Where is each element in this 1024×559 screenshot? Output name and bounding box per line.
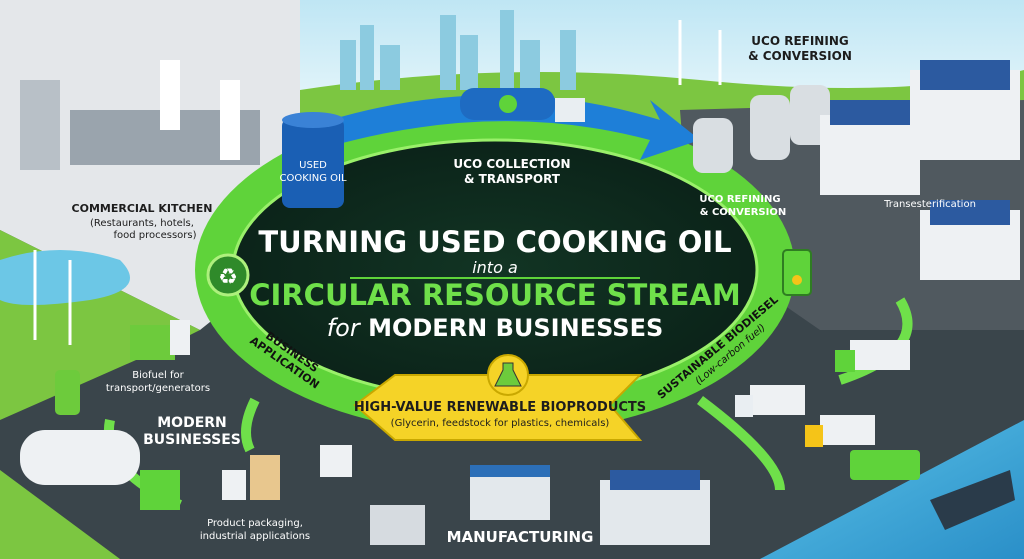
kitchen-sub-1: (Restaurants, hotels, (90, 218, 194, 229)
barrel-label-1: USED (299, 160, 327, 171)
generator-icon (130, 320, 190, 360)
recycle-icon: ♻ (206, 253, 250, 297)
title-line-3: CIRCULAR RESOURCE STREAM (249, 278, 740, 312)
flask-icon (487, 354, 529, 396)
wind-turbine-icons (33, 20, 722, 345)
refinery-tanks (693, 60, 1020, 280)
city-skyline (340, 10, 576, 90)
biofuel-label-2: transport/generators (106, 383, 210, 394)
refining-top-label-1: UCO REFINING (751, 34, 848, 48)
packaging-label-2: industrial applications (200, 531, 310, 542)
kitchen-scene (20, 60, 260, 170)
refining-ring-label-1: UCO REFINING (699, 194, 780, 205)
packaging-icons (222, 445, 352, 500)
packaging-label-1: Product packaging, (207, 518, 303, 529)
kitchen-heading: COMMERCIAL KITCHEN (72, 202, 213, 215)
barrel-label-2: COOKING OIL (279, 173, 346, 184)
bioproducts-label-1: HIGH-VALUE RENEWABLE BIOPRODUCTS (354, 400, 646, 415)
fuel-pump-icon (782, 249, 812, 296)
svg-text:♻: ♻ (218, 265, 238, 290)
delivery-trucks (735, 340, 920, 480)
pond (0, 250, 130, 305)
collection-arrow (330, 95, 700, 160)
used-oil-barrel (282, 112, 344, 208)
refining-top-label-2: & CONVERSION (748, 49, 852, 63)
title-line-4: for MODERN BUSINESSES (327, 314, 664, 342)
modern-businesses-label-2: BUSINESSES (143, 432, 241, 448)
grass-bottom (0, 470, 120, 559)
kitchen-sub-2: food processors) (113, 230, 196, 241)
transesterification-label: Transesterification (883, 199, 976, 210)
cargo-ship-icon (930, 470, 1015, 530)
bioproducts-label-2: (Glycerin, feedstock for plastics, chemi… (391, 418, 610, 429)
collection-label-2: & TRANSPORT (464, 172, 561, 186)
factories (370, 465, 710, 545)
refining-ring-label-2: & CONVERSION (700, 207, 786, 218)
modern-businesses-label-1: MODERN (157, 415, 227, 431)
title-line-2: into a (472, 258, 518, 277)
oil-tanker-truck (20, 430, 180, 510)
biofuel-label-1: Biofuel for (132, 370, 184, 381)
collection-label-1: UCO COLLECTION (453, 157, 570, 171)
battery-icon (55, 370, 80, 415)
tanker-truck-icon (460, 88, 585, 122)
title-line-1: TURNING USED COOKING OIL (258, 225, 731, 259)
manufacturing-label: MANUFACTURING (447, 528, 594, 546)
bioproducts-banner (353, 374, 643, 441)
